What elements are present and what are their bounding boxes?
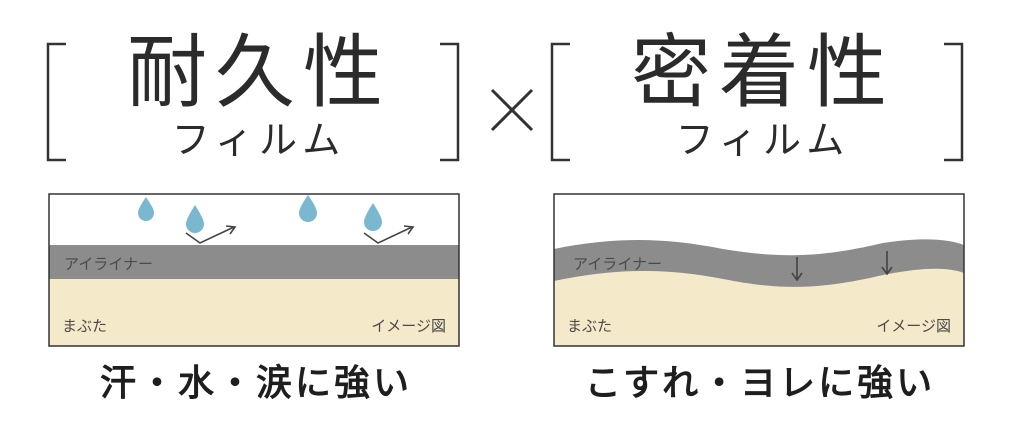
right-note: イメージ図 [876,317,951,335]
right-eyelid-layer [554,268,964,346]
left-eyelid-layer [49,279,459,346]
right-diagram: アイライナー まぶた イメージ図 [553,193,965,347]
water-drop-icon [364,203,382,231]
right-liner-layer [554,239,964,287]
left-title: 耐久性 [127,26,391,119]
water-drop-icon [299,195,317,222]
left-liner-layer [49,245,459,279]
left-subtitle: フィルム [171,118,347,162]
down-arrow-icon [881,251,893,276]
right-layer-label: アイライナー [573,255,662,273]
left-close-bracket [440,42,460,162]
bounce-arrow-icon [363,225,415,244]
water-drop-icon [138,197,154,221]
times-icon [490,88,534,132]
right-close-bracket [944,42,964,162]
right-subtitle: フィルム [675,118,851,162]
right-brackets [550,42,964,162]
left-frame-border [48,193,460,347]
left-note: イメージ図 [371,317,446,335]
down-arrow-icon [791,257,803,282]
bounce-arrow-icon [185,225,237,244]
left-layer-label: アイライナー [64,255,153,273]
left-brackets [46,42,460,162]
right-base-label: まぶた [567,317,613,335]
left-diagram: アイライナー まぶた イメージ図 [48,193,460,347]
right-frame-border [553,193,965,347]
right-open-bracket [550,42,570,162]
left-base-label: まぶた [62,317,108,335]
right-title: 密着性 [631,26,895,119]
left-open-bracket [46,42,66,162]
left-caption: 汗・水・涙に強い [99,363,412,404]
water-drop-icon [186,205,204,233]
right-caption: こすれ・ヨレに強い [584,363,936,404]
